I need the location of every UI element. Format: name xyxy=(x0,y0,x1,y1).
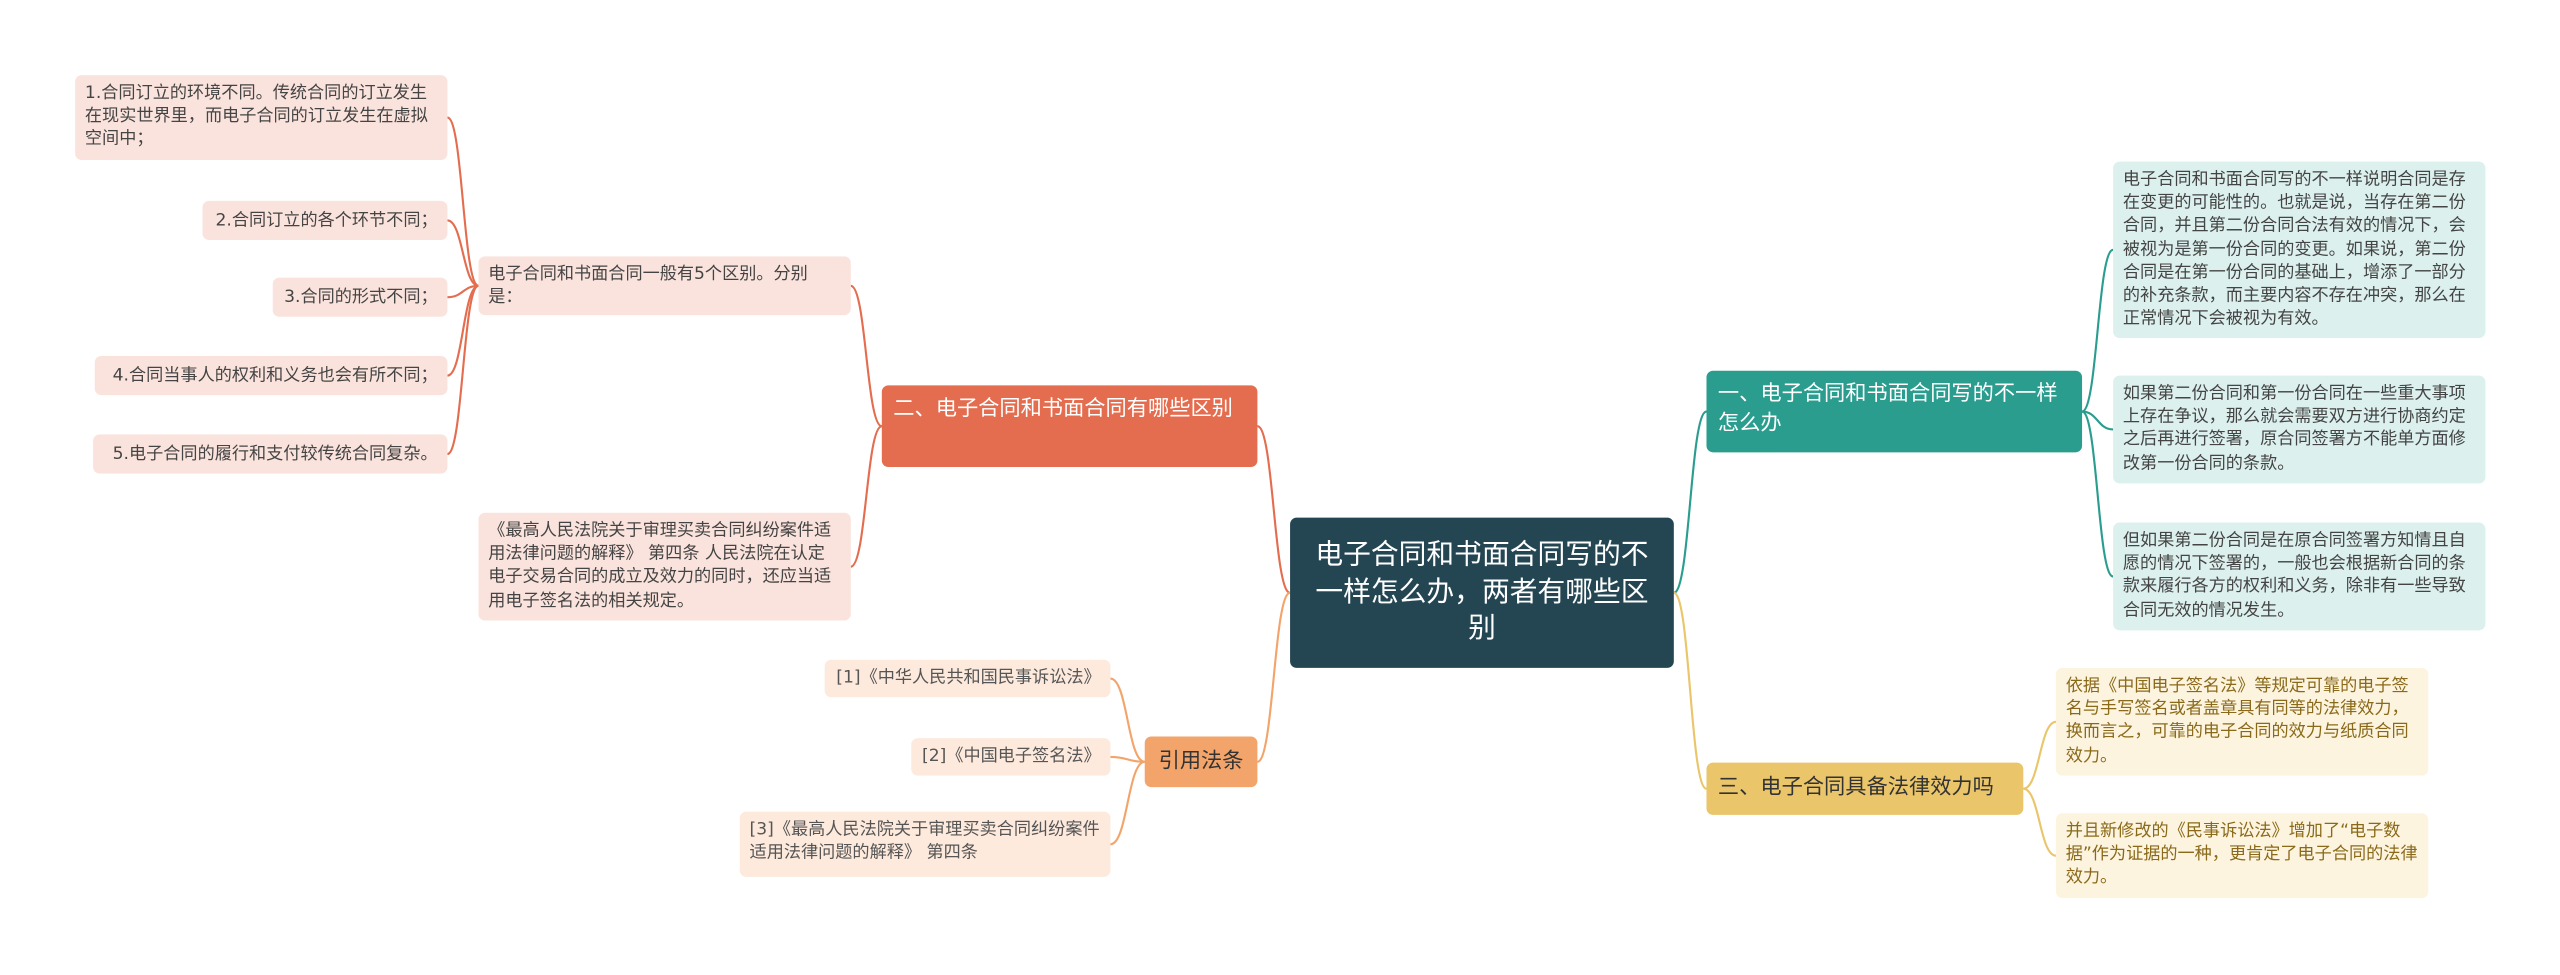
branch-different-writing-title: 一、电子合同和书面合同写的不一样怎么办 xyxy=(1717,382,2058,436)
connector-branch-different-writing xyxy=(1673,410,1708,594)
difference-item-5[interactable]: 5.电子合同的履行和支付较传统合同复杂。 xyxy=(93,434,448,474)
branch-differences-title: 二、电子合同和书面合同有哪些区别 xyxy=(893,396,1233,422)
connector-legal-effect-item-1 xyxy=(2022,720,2057,790)
citation-item-2[interactable]: [2]《中国电子签名法》 xyxy=(911,738,1111,776)
connector-citation-item-2 xyxy=(1110,755,1145,763)
difference-item-4[interactable]: 4.合同当事人的权利和义务也会有所不同； xyxy=(94,355,448,396)
connector-difference-item-1 xyxy=(446,116,480,287)
connector-branch-citations xyxy=(1256,591,1291,763)
citation-item-1[interactable]: [1]《中华人民共和国民事诉讼法》 xyxy=(824,659,1111,698)
root-topic-text: 电子合同和书面合同写的不一样怎么办，两者有哪些区别 xyxy=(1315,538,1649,646)
connector-different-writing-item-2 xyxy=(2081,410,2114,431)
branch-citations-title: 引用法条 xyxy=(1158,749,1244,774)
difference-item-3[interactable]: 3.合同的形式不同； xyxy=(272,277,448,317)
legal-effect-item-2[interactable]: 并且新修改的《民事诉讼法》增加了“电子数据”作为证据的一种，更肯定了电子合同的法… xyxy=(2055,813,2429,899)
branch-legal-effect[interactable]: 三、电子合同具备法律效力吗 xyxy=(1706,762,2024,815)
connector-branch-legal-effect xyxy=(1672,591,1708,790)
connector-different-writing-item-1 xyxy=(2081,248,2115,413)
different-writing-item-2[interactable]: 如果第二份合同和第一份合同在一些重大事项上存在争议，那么就会需要双方进行协商约定… xyxy=(2113,375,2486,484)
branch-differences[interactable]: 二、电子合同和书面合同有哪些区别 xyxy=(881,385,1258,468)
connector-citation-item-1 xyxy=(1110,677,1146,763)
connector-legal-effect-item-2 xyxy=(2022,787,2057,857)
connector-differences-intro xyxy=(850,284,883,428)
branch-legal-effect-title: 三、电子合同具备法律效力吗 xyxy=(1717,776,1994,801)
connector-differences-legal-note xyxy=(850,425,883,568)
connector-different-writing-item-3 xyxy=(2081,410,2115,578)
branch-different-writing[interactable]: 一、电子合同和书面合同写的不一样怎么办 xyxy=(1706,370,2083,453)
branch-citations[interactable]: 引用法条 xyxy=(1144,736,1258,788)
connector-branch-differences xyxy=(1256,425,1291,594)
difference-item-1[interactable]: 1.合同订立的环境不同。传统合同的订立发生在现实世界里，而电子合同的订立发生在虚… xyxy=(75,75,448,161)
differences-legal-note[interactable]: 《最高人民法院关于审理买卖合同纠纷案件适用法律问题的解释》 第四条 人民法院在认… xyxy=(478,512,851,621)
root-topic[interactable]: 电子合同和书面合同写的不一样怎么办，两者有哪些区别 xyxy=(1290,517,1674,668)
connector-difference-item-5 xyxy=(446,284,480,456)
legal-effect-item-1[interactable]: 依据《中国电子签名法》等规定可靠的电子签名与手写签名或者盖章具有同等的法律效力，… xyxy=(2055,667,2429,776)
connector-citation-item-3 xyxy=(1110,760,1146,846)
citation-item-3[interactable]: [3]《最高人民法院关于审理买卖合同纠纷案件适用法律问题的解释》 第四条 xyxy=(739,811,1111,877)
connector-difference-item-2 xyxy=(447,219,479,287)
different-writing-item-1[interactable]: 电子合同和书面合同写的不一样说明合同是存在变更的可能性的。也就是说，当存在第二份… xyxy=(2113,161,2486,339)
differences-intro[interactable]: 电子合同和书面合同一般有5个区别。分别是： xyxy=(478,256,851,316)
difference-item-2[interactable]: 2.合同订立的各个环节不同； xyxy=(202,200,448,241)
different-writing-item-3[interactable]: 但如果第二份合同是在原合同签署方知情且自愿的情况下签署的，一般也会根据新合同的条… xyxy=(2113,522,2486,631)
